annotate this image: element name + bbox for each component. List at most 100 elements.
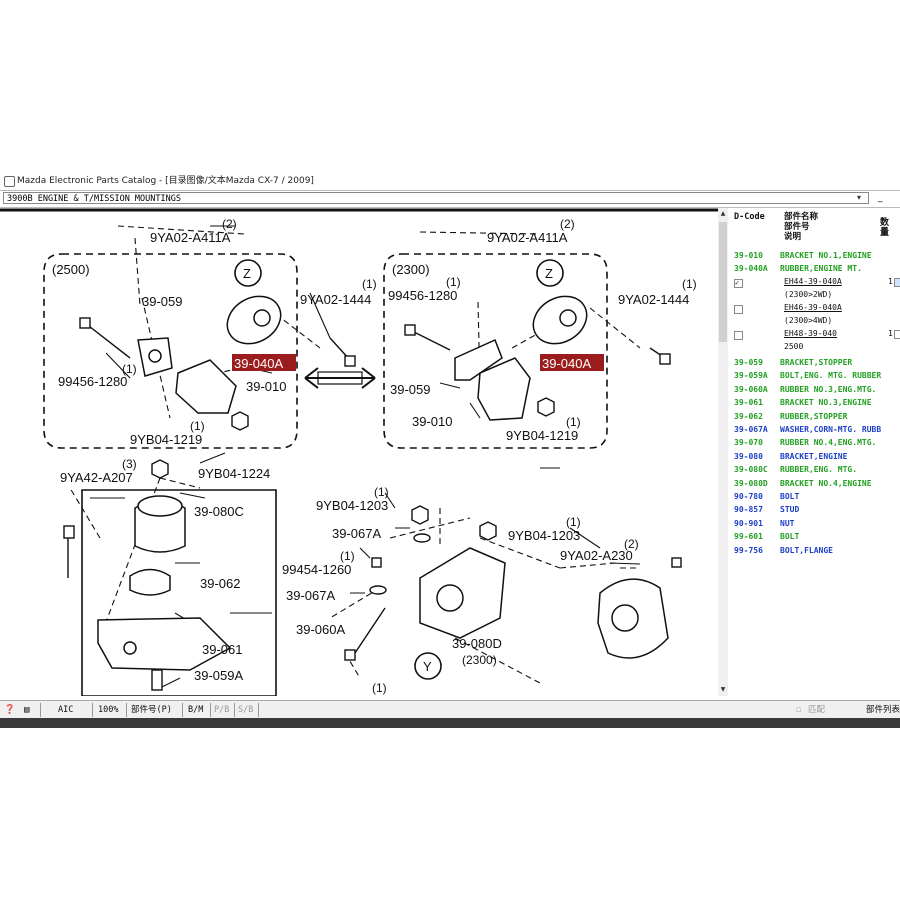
label-39-010-2500[interactable]: 39-010 <box>246 379 286 394</box>
nut-1203-a <box>411 505 429 525</box>
sub-part-3[interactable]: EH48-39-040 <box>784 329 837 338</box>
parts-list-code: 39-059 <box>734 358 763 367</box>
label-39-080d[interactable]: 39-080D <box>452 636 502 651</box>
bm-button[interactable]: B/M <box>188 705 204 715</box>
label-39-010-2300[interactable]: 39-010 <box>412 414 452 429</box>
label-9yb04-1224[interactable]: 9YB04-1224 <box>198 466 270 481</box>
qty-1444-2500: (1) <box>362 277 377 291</box>
app-icon <box>4 176 15 187</box>
nut-1219-2500 <box>231 411 249 431</box>
label-39-062[interactable]: 39-062 <box>200 576 240 591</box>
parts-list-name: RUBBER NO.3,ENG.MTG. <box>780 384 877 394</box>
label-9ya42-a207[interactable]: 9YA42-A207 <box>60 470 133 485</box>
match-label[interactable]: 匹配 <box>808 705 826 715</box>
parts-list-name: BRACKET NO.3,ENGINE <box>780 398 872 408</box>
letter-y: Y <box>423 659 432 674</box>
parts-list-code: 39-059A <box>734 371 768 381</box>
label-39-060a[interactable]: 39-060A <box>296 622 345 637</box>
parts-list-code: 90-857 <box>734 505 763 515</box>
label-99456-1280-2300[interactable]: 99456-1280 <box>388 288 457 303</box>
label-39-059-2300[interactable]: 39-059 <box>390 382 430 397</box>
parts-list-code: 99-756 <box>734 545 763 555</box>
aic-button[interactable]: AIC <box>58 705 74 715</box>
washer-067a-b <box>369 585 387 595</box>
label-39-061[interactable]: 39-061 <box>202 642 242 657</box>
label-99454-1260[interactable]: 99454-1260 <box>282 562 351 577</box>
zoom-button[interactable]: 100% <box>98 705 119 715</box>
parts-list-name: BOLT,FLANGE <box>780 545 833 555</box>
label-9yb04-1219-2500[interactable]: 9YB04-1219 <box>130 432 202 447</box>
sub-checkbox-3[interactable] <box>734 331 743 340</box>
parts-list-name: RUBBER NO.4,ENG.MTG. <box>780 438 877 448</box>
label-9ya02-a411a-2300[interactable]: 9YA02-A411A <box>487 230 568 245</box>
qty-1203-b: (1) <box>566 515 581 529</box>
sub-part-1[interactable]: EH44-39-040A <box>784 277 842 286</box>
catalog-select[interactable]: 3900B ENGINE & T/MISSION MOUNTINGS <box>3 192 869 204</box>
label-9ya02-a411a-2500[interactable]: 9YA02-A411A <box>150 230 231 245</box>
highlight-39-040a-2300[interactable] <box>540 354 604 371</box>
parts-diagram[interactable]: 39-040A 39-040A (2500) (2300) Z Z Y (2) … <box>0 208 719 696</box>
qty-1219-2300: (1) <box>566 415 581 429</box>
parts-list-name: RUBBER,ENG. MTG. <box>780 465 858 475</box>
sub-part-2[interactable]: EH46-39-040A <box>784 303 842 312</box>
partlist-tab[interactable]: 部件列表 <box>866 705 900 715</box>
diagram-scrollbar[interactable]: ▲ ▼ <box>718 208 728 696</box>
parts-list-name: RUBBER,STOPPER <box>780 411 848 421</box>
label-39-040a-2500[interactable]: 39-040A <box>234 356 283 371</box>
label-39-040a-2300[interactable]: 39-040A <box>542 356 591 371</box>
match-checkbox-icon[interactable]: ☐ <box>796 705 802 715</box>
minimize-button[interactable]: _ <box>878 193 883 203</box>
label-39-059-2500[interactable]: 39-059 <box>142 294 182 309</box>
label-39-067a-b[interactable]: 39-067A <box>286 588 335 603</box>
label-39-059a[interactable]: 39-059A <box>194 668 243 683</box>
sub-qty-1: 1 <box>888 277 893 286</box>
print-icon[interactable]: ▤ <box>24 705 30 715</box>
parts-list-code: 39-067A <box>734 425 768 434</box>
label-9yb04-1203-a[interactable]: 9YB04-1203 <box>316 498 388 513</box>
chevron-down-icon[interactable]: ▾ <box>857 193 862 202</box>
taskbar <box>0 718 900 728</box>
sub-qty-field-3[interactable] <box>894 330 900 339</box>
toolbar-separator <box>258 703 259 717</box>
label-99456-1280-2500[interactable]: 99456-1280 <box>58 374 127 389</box>
col-partno: 部件号 <box>784 222 810 232</box>
parts-list-row[interactable]: 99-756 BOLT,FLANGE <box>734 545 833 557</box>
bolt-shafts <box>84 322 669 654</box>
sb-button[interactable]: S/B <box>238 705 254 715</box>
scroll-up-icon[interactable]: ▲ <box>720 210 726 217</box>
sub-checkbox-2[interactable] <box>734 305 743 314</box>
bracket-061 <box>97 617 232 671</box>
label-9ya02-a230[interactable]: 9YA02-A230 <box>560 548 633 563</box>
letter-z-2500: Z <box>243 266 251 281</box>
partno-button[interactable]: 部件号(P) <box>131 705 172 715</box>
label-39-080c[interactable]: 39-080C <box>194 504 244 519</box>
label-9ya02-1444-2500[interactable]: 9YA02-1444 <box>300 292 371 307</box>
label-9ya02-1444-2300[interactable]: 9YA02-1444 <box>618 292 689 307</box>
label-39-067a-a[interactable]: 39-067A <box>332 526 381 541</box>
help-icon[interactable]: ❓ <box>4 705 16 715</box>
pb-button[interactable]: P/B <box>214 705 230 715</box>
sub-checkbox-1[interactable]: ✓ <box>734 279 743 288</box>
scroll-thumb[interactable] <box>719 222 727 342</box>
label-9yb04-1219-2300[interactable]: 9YB04-1219 <box>506 428 578 443</box>
label-9yb04-1203-b[interactable]: 9YB04-1203 <box>508 528 580 543</box>
scroll-down-icon[interactable]: ▼ <box>720 686 726 693</box>
highlight-39-040a-2500[interactable] <box>232 354 296 371</box>
sub-qty-field-1[interactable] <box>894 278 900 287</box>
